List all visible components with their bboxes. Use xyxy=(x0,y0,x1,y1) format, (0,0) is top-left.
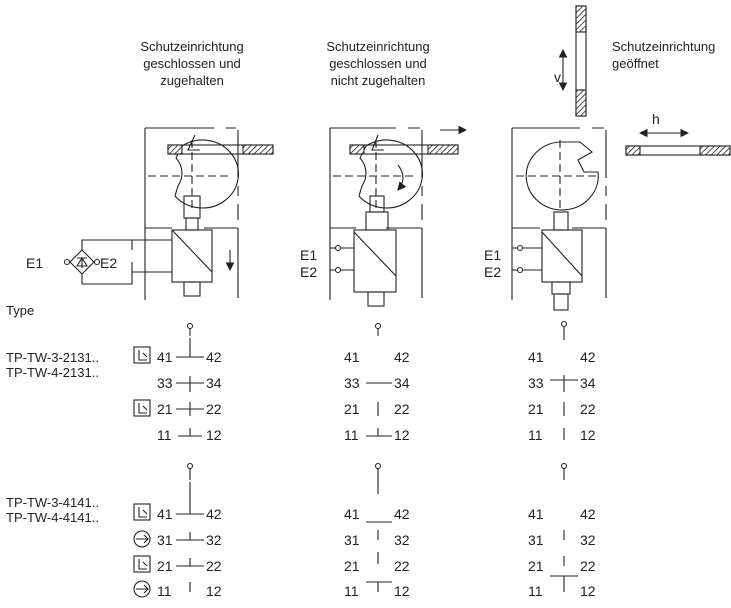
type-name: TP-TW-3-4141.. xyxy=(6,495,99,510)
header-line: geschlossen und xyxy=(329,56,427,71)
contact-left: 21 xyxy=(528,558,544,574)
contact-right: 34 xyxy=(580,375,596,391)
contact-left: 11 xyxy=(344,583,359,599)
contact-right: 42 xyxy=(206,506,222,522)
contact-left: 41 xyxy=(157,506,173,522)
contact-left: 21 xyxy=(157,401,173,417)
contact-left: 33 xyxy=(157,375,173,391)
contact-left: 11 xyxy=(528,583,543,599)
vertical-motion-label: v xyxy=(554,69,561,85)
type-name: TP-TW-4-4141.. xyxy=(6,510,99,525)
contact-left: 21 xyxy=(157,558,173,574)
terminal-e1-label: E1 xyxy=(484,247,501,263)
contact-left: 31 xyxy=(344,532,360,548)
contact-right: 22 xyxy=(580,401,596,417)
contact-left: 41 xyxy=(344,506,360,522)
header-line: nicht zugehalten xyxy=(330,73,426,88)
contact-right: 42 xyxy=(394,349,410,365)
actuator-icon xyxy=(133,346,151,364)
header-open: Schutzeinrichtung geöffnet xyxy=(612,38,715,72)
contact-right: 32 xyxy=(580,532,596,548)
header-line: Schutzeinrichtung xyxy=(140,39,244,54)
header-line: Schutzeinrichtung xyxy=(612,39,716,54)
header-line: zugehalten xyxy=(160,73,224,88)
contact-left: 31 xyxy=(528,532,544,548)
contact-right: 42 xyxy=(580,349,596,365)
contact-right: 42 xyxy=(394,506,410,522)
contact-right: 34 xyxy=(206,375,222,391)
contact-right: 12 xyxy=(394,427,410,443)
contact-left: 41 xyxy=(528,349,544,365)
mechanism-closed-locked xyxy=(63,127,274,300)
header-line: geschlossen und xyxy=(143,56,241,71)
horizontal-motion-label: h xyxy=(652,111,660,127)
contact-right: 22 xyxy=(580,558,596,574)
header-closed-unlocked: Schutzeinrichtung geschlossen und nicht … xyxy=(294,38,462,89)
terminal-e1-label: E1 xyxy=(300,247,317,263)
mechanism-closed-unlocked xyxy=(329,125,468,307)
actuator-icon xyxy=(133,503,151,521)
actuator-icon xyxy=(133,555,151,573)
contact-right: 22 xyxy=(394,558,410,574)
solenoid xyxy=(171,229,213,283)
contact-left: 41 xyxy=(344,349,360,365)
contact-right: 12 xyxy=(580,583,596,599)
contact-right: 22 xyxy=(206,558,222,574)
type-heading: Type xyxy=(6,303,34,318)
contact-left: 11 xyxy=(344,427,359,443)
arrow-circle-icon xyxy=(133,530,151,548)
contact-left: 21 xyxy=(344,558,360,574)
terminal-e2-label: E2 xyxy=(100,255,117,271)
header-line: Schutzeinrichtung xyxy=(326,39,430,54)
terminal-e2-label: E2 xyxy=(484,264,501,280)
contact-right: 32 xyxy=(206,532,222,548)
cam-wheel xyxy=(174,139,239,209)
arrow-circle-icon xyxy=(133,580,151,598)
contact-right: 12 xyxy=(206,427,222,443)
contact-left: 33 xyxy=(528,375,544,391)
contacts-group-b xyxy=(133,462,578,598)
contact-right: 34 xyxy=(394,375,410,391)
contact-right: 12 xyxy=(580,427,596,443)
contact-left: 11 xyxy=(528,427,543,443)
type-name: TP-TW-3-2131.. xyxy=(6,350,99,365)
contact-right: 22 xyxy=(394,401,410,417)
contact-right: 12 xyxy=(394,583,410,599)
type-name: TP-TW-4-2131.. xyxy=(6,365,99,380)
contact-left: 11 xyxy=(157,583,172,599)
mechanism-open xyxy=(511,5,731,311)
contact-left: 33 xyxy=(344,375,360,391)
header-closed-locked: Schutzeinrichtung geschlossen und zugeha… xyxy=(108,38,276,89)
contact-right: 12 xyxy=(206,583,222,599)
terminal-e1-label: E1 xyxy=(26,255,43,271)
terminal-e2-label: E2 xyxy=(300,264,317,280)
contact-left: 31 xyxy=(157,532,173,548)
contact-left: 11 xyxy=(157,427,172,443)
actuator-icon xyxy=(133,399,151,417)
header-line: geöffnet xyxy=(612,56,659,71)
contact-right: 42 xyxy=(206,349,222,365)
contacts-group-a xyxy=(133,320,578,440)
contact-left: 21 xyxy=(528,401,544,417)
contact-left: 41 xyxy=(528,506,544,522)
contact-right: 42 xyxy=(580,506,596,522)
contact-left: 41 xyxy=(157,349,173,365)
contact-right: 22 xyxy=(206,401,222,417)
contact-left: 21 xyxy=(344,401,360,417)
contact-right: 32 xyxy=(394,532,410,548)
